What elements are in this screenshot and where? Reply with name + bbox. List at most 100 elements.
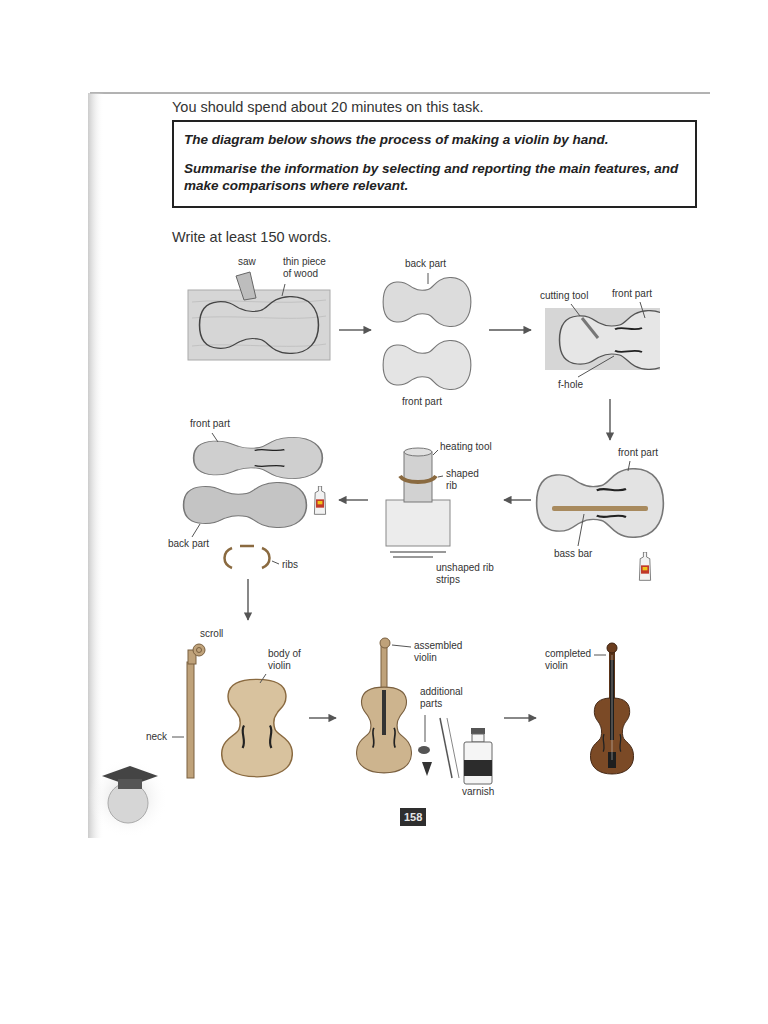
top-rule (90, 93, 710, 94)
front-part-shape (537, 469, 664, 538)
instruction-text: Write at least 150 words. (172, 229, 331, 245)
part-label: neck (146, 731, 167, 743)
part-label: front part (618, 447, 658, 459)
leader-line (260, 674, 266, 683)
process-stage: saw thin piece of wood (180, 252, 335, 365)
leader-line (594, 655, 606, 656)
front-part-shape (560, 311, 661, 370)
varnish-band (464, 760, 492, 776)
fingerboard (382, 690, 386, 735)
part-label: front part (612, 288, 652, 300)
part-label: shaped rib (446, 468, 486, 491)
process-stage: completed violin (540, 640, 650, 785)
part-label: assembled violin (414, 640, 468, 663)
saw-blade (236, 272, 256, 300)
varnish-bottle (464, 742, 492, 784)
part-label: back part (168, 538, 209, 550)
glue-bottle (639, 552, 650, 580)
leader-line (628, 461, 630, 471)
bow-stick (440, 718, 452, 778)
tailpiece (422, 762, 432, 776)
page-furniture (88, 93, 710, 838)
leader-line (192, 524, 200, 537)
leader-line (640, 302, 645, 318)
process-stage: cutting tool front part f-hole (535, 285, 665, 395)
leader-line (425, 715, 426, 742)
task-prompt: Summarise the information by selecting a… (184, 160, 685, 195)
front-part-shape (383, 340, 471, 389)
violin-body-shape (222, 679, 293, 777)
back-part-shape (184, 482, 307, 527)
part-label: thin piece of wood (283, 256, 335, 279)
leader-line (438, 476, 443, 477)
leader-line (272, 561, 279, 564)
wood-plank (188, 290, 330, 360)
leader-line (392, 645, 411, 647)
flow-arrow (309, 717, 336, 718)
tool-base (386, 500, 450, 546)
part-label: saw (238, 256, 256, 268)
part-label: bass bar (554, 548, 592, 560)
page-number: 158 (400, 808, 426, 826)
part-label: cutting tool (540, 290, 588, 302)
chinrest (418, 746, 430, 754)
flow-arrow (609, 399, 610, 440)
flow-arrow (504, 499, 531, 500)
front-part-shape (194, 437, 323, 478)
scroll-spiral (197, 648, 202, 653)
icon-shadow (88, 758, 168, 838)
assembly-stage (357, 638, 492, 784)
f-hole-stage (545, 302, 677, 377)
flow-arrow (504, 717, 536, 718)
heating-tool-top (404, 448, 432, 456)
ribs-shape (225, 546, 270, 568)
part-label: f-hole (558, 379, 583, 391)
process-stage: heating tool shaped rib unshaped rib strip… (372, 438, 500, 590)
flow-arrow (339, 329, 371, 330)
rib-bending-stage (386, 448, 450, 557)
cut-parts-stage (383, 273, 471, 390)
scroll-shape (607, 643, 617, 653)
flow-arrow (489, 329, 531, 330)
instruction-text: You should spend about 20 minutes on thi… (172, 99, 483, 115)
part-label: front part (190, 418, 230, 430)
scroll-shape (193, 644, 205, 656)
part-label: back part (405, 258, 446, 270)
part-label: ribs (282, 559, 298, 571)
leader-line (172, 737, 184, 738)
wood-plank-stage (188, 272, 330, 360)
cutting-tool (582, 318, 598, 338)
completed-stage (590, 643, 633, 774)
leader-line (578, 514, 584, 546)
varnish-cap (471, 728, 485, 734)
part-label: body of violin (268, 648, 310, 671)
leader-line (578, 356, 614, 377)
bass-bar-strip (552, 506, 648, 511)
mortarboard-base (118, 779, 142, 789)
process-stage: assembled violinadditional partsvarnish (340, 632, 500, 803)
task-box: The diagram below shows the process of m… (172, 120, 697, 208)
rib-strip (393, 556, 433, 558)
bow-hair (447, 718, 459, 778)
part-label: heating tool (440, 441, 492, 453)
neck-shape (381, 646, 387, 692)
leader-line (282, 284, 285, 296)
violin-outline (200, 297, 319, 354)
neck-shape (187, 662, 194, 778)
bass-bar-stage (537, 461, 664, 580)
flow-arrow (247, 579, 248, 620)
part-label: unshaped rib strips (436, 562, 500, 585)
varnish-neck (472, 734, 484, 742)
leader-line (571, 304, 580, 316)
scroll-shape (380, 638, 390, 648)
part-label: completed violin (545, 648, 597, 671)
leader-line (433, 450, 438, 455)
heating-tool (404, 452, 432, 502)
process-stage: scrollbody of violinneck (140, 624, 305, 790)
back-part-shape (383, 277, 471, 326)
leader-line (428, 273, 429, 284)
task-prompt: The diagram below shows the process of m… (184, 131, 685, 149)
glue-bottle (314, 486, 325, 514)
part-label: scroll (200, 628, 223, 640)
page-edge-shadow (88, 93, 104, 838)
